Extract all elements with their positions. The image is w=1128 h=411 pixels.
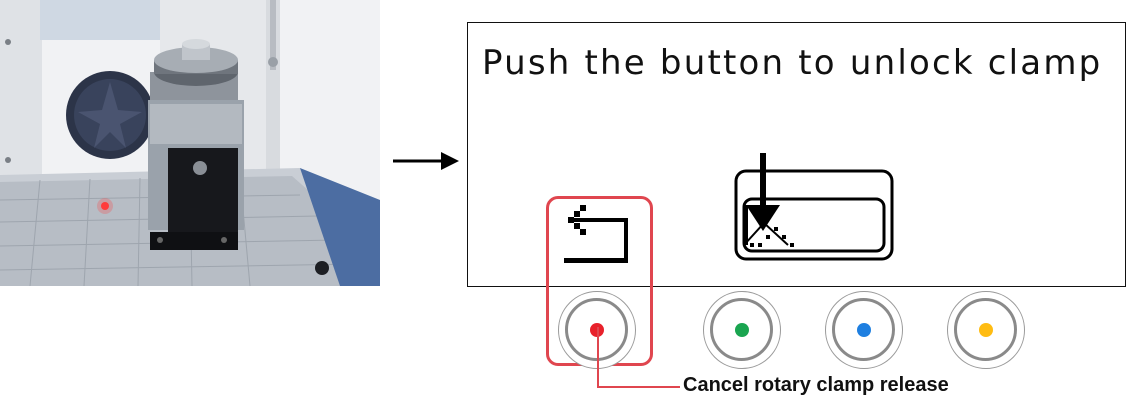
screen-title: Push the button to unlock clamp	[482, 43, 1103, 83]
red-button[interactable]	[558, 291, 636, 369]
back-arrow-icon	[564, 205, 628, 263]
yellow-button[interactable]	[947, 291, 1025, 369]
blue-dot	[857, 323, 871, 337]
lcd-screen: Push the button to unlock clamp	[467, 22, 1126, 287]
callout-label: Cancel rotary clamp release	[683, 374, 949, 396]
right-arrow-icon	[393, 152, 459, 170]
yellow-dot	[979, 323, 993, 337]
callout-leader-line	[597, 327, 680, 388]
blue-button[interactable]	[825, 291, 903, 369]
clamp-unlock-icon	[734, 153, 894, 261]
machine-photo	[0, 0, 380, 286]
green-dot	[735, 323, 749, 337]
green-button[interactable]	[703, 291, 781, 369]
